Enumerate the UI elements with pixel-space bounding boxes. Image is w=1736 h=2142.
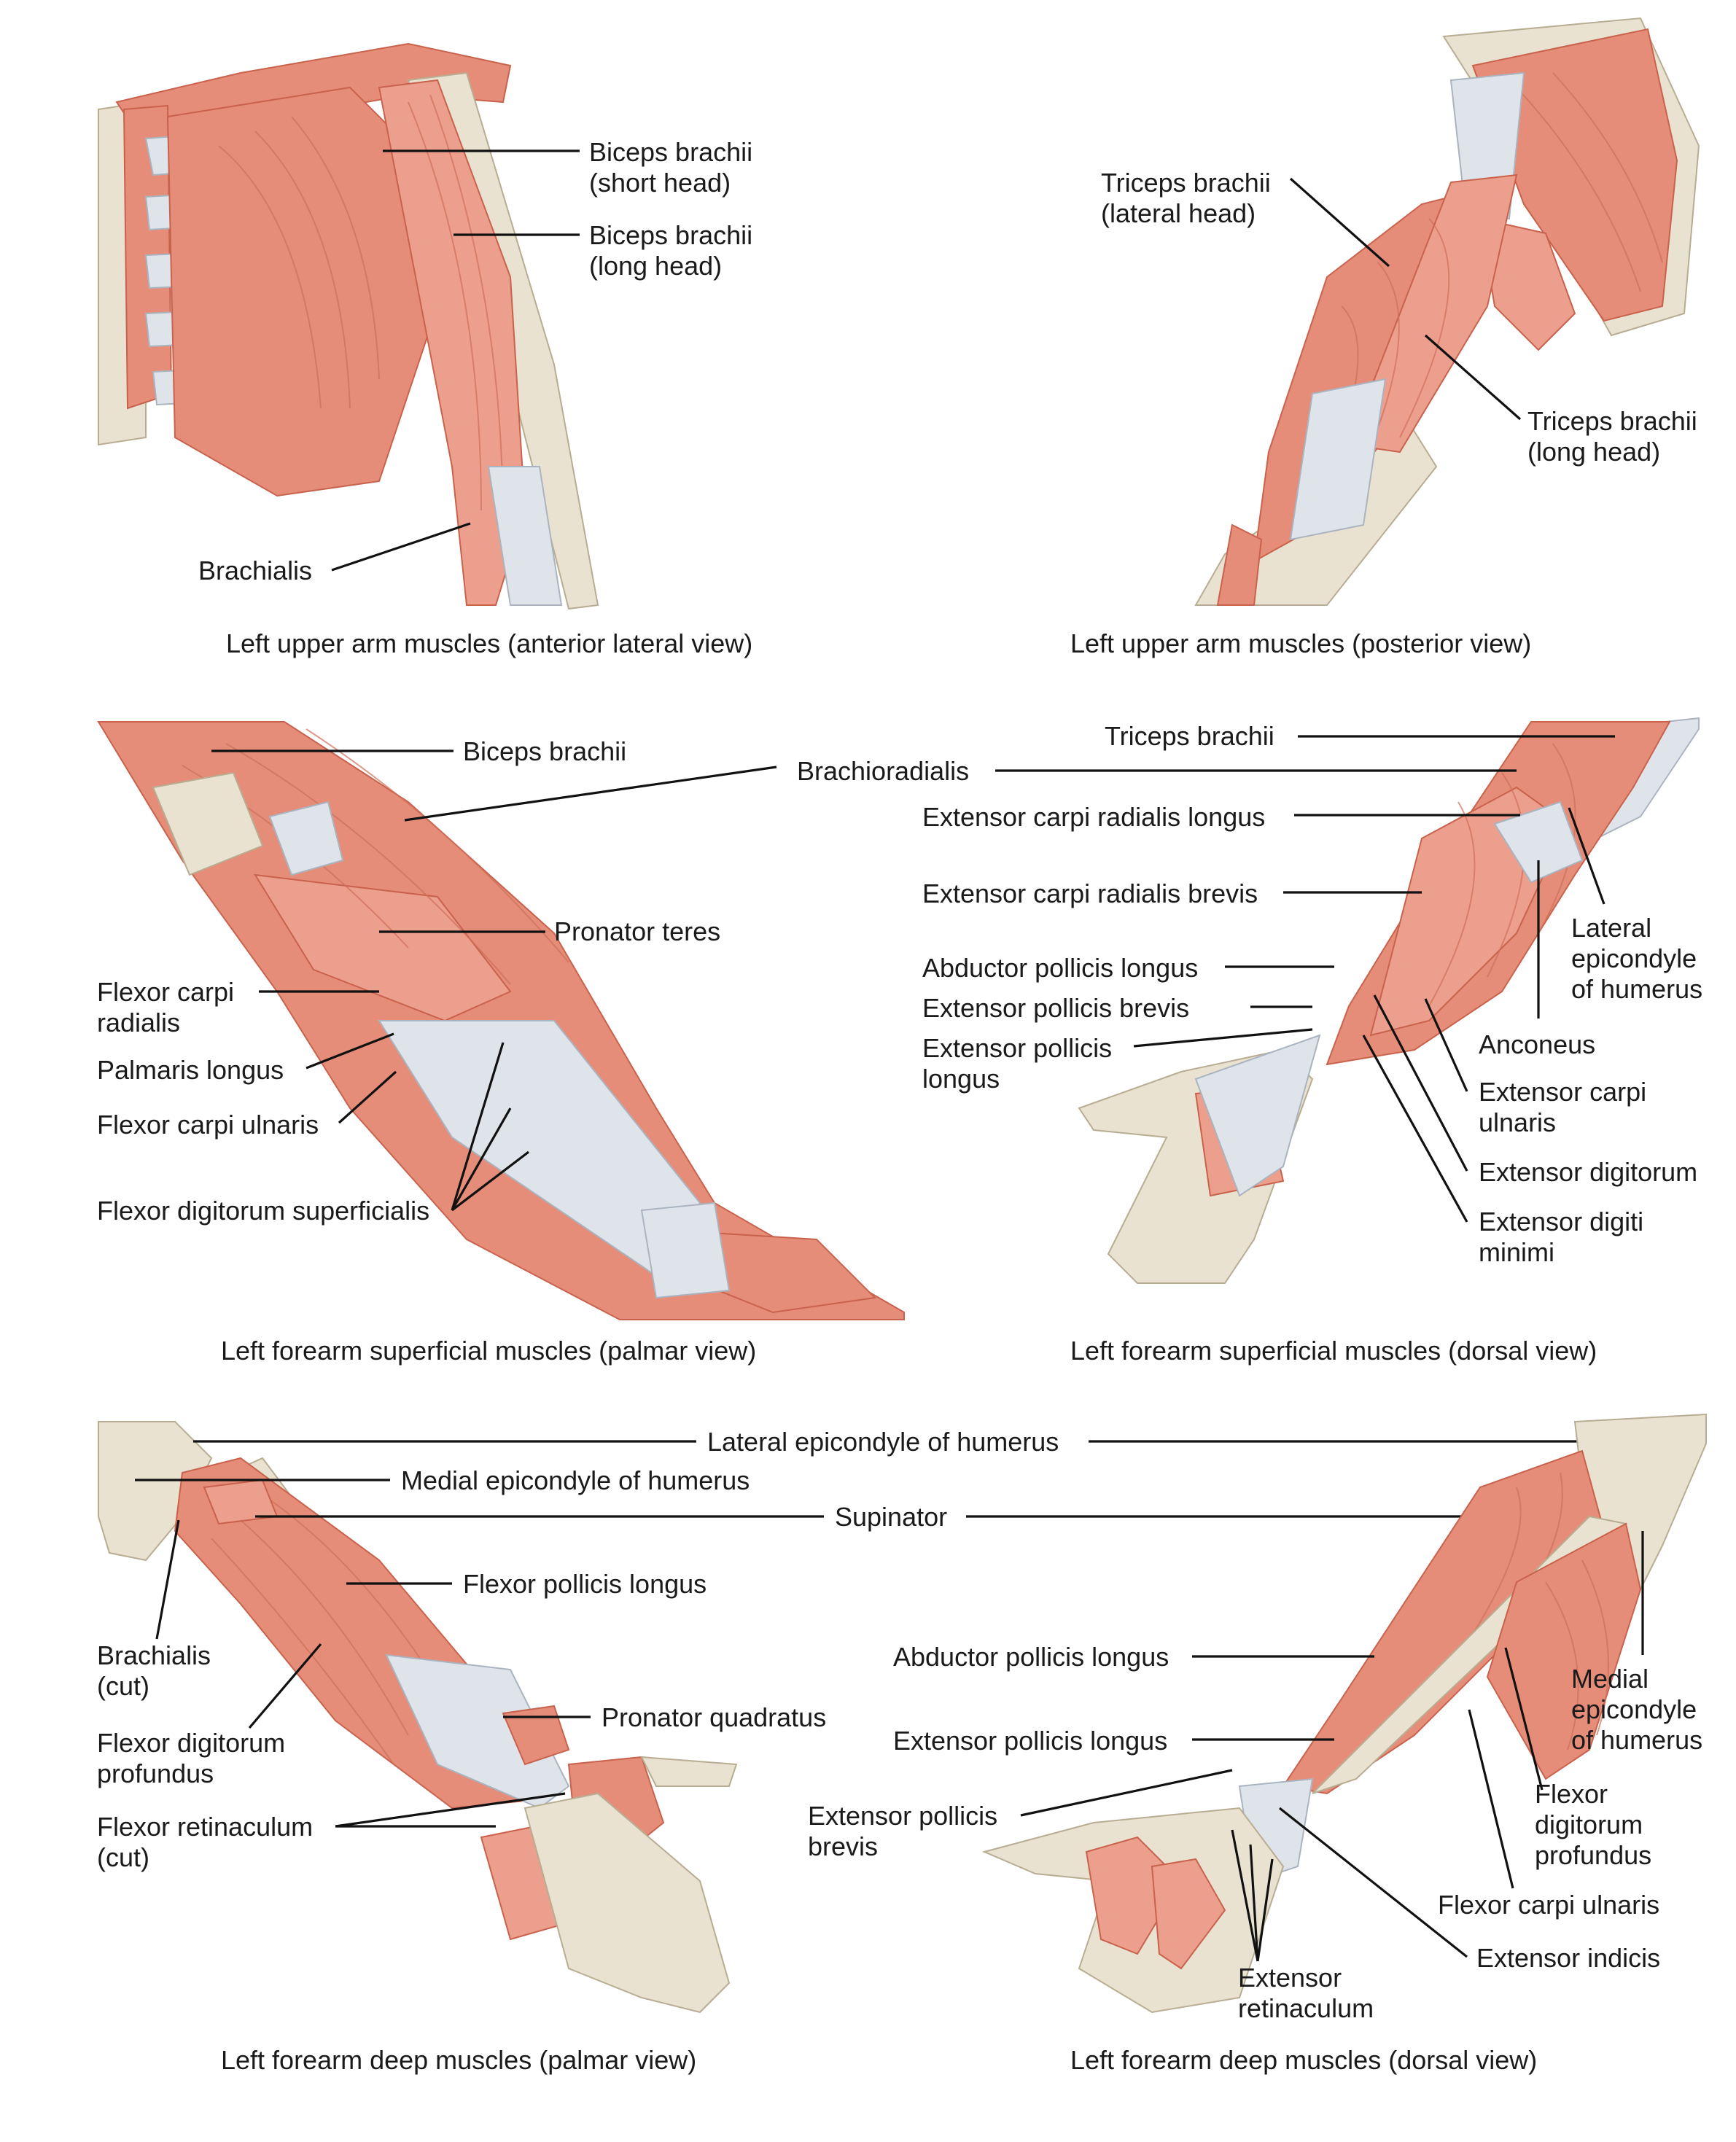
- leader-palmaris-longus: [305, 1032, 394, 1070]
- leader-fds-2: [451, 1107, 512, 1211]
- label-supinator: Supinator: [835, 1502, 947, 1532]
- label-extensor-carpi-ulnaris: Extensor carpi ulnaris: [1479, 1077, 1654, 1137]
- label-brachialis-cut: Brachialis (cut): [97, 1640, 218, 1701]
- leader-fdp-dorsal: [1504, 1647, 1544, 1791]
- label-triceps-lateral-head: Triceps brachii (lateral head): [1101, 168, 1278, 228]
- leader-triceps-lateral-head: [1289, 177, 1390, 268]
- label-abductor-pollicis-longus-dorsal: Abductor pollicis longus: [922, 953, 1198, 983]
- label-brachialis: Brachialis: [198, 556, 312, 585]
- label-extensor-pollicis-brevis-dorsal: Extensor pollicis brevis: [922, 993, 1189, 1023]
- panel-forearm-deep-dorsal-illustration: [981, 1413, 1707, 2014]
- label-pronator-teres: Pronator teres: [554, 916, 720, 946]
- caption-forearm-deep-palmar: Left forearm deep muscles (palmar view): [221, 2045, 696, 2075]
- leader-flexor-retinaculum-2: [335, 1792, 566, 1828]
- leader-extensor-pollicis-longus-dorsal: [1133, 1028, 1313, 1048]
- label-abductor-pollicis-longus-deep: Abductor pollicis longus: [893, 1642, 1169, 1672]
- label-biceps-brachii: Biceps brachii: [463, 736, 626, 766]
- leader-brachioradialis-palmar: [404, 766, 777, 822]
- leader-triceps-long-head: [1424, 334, 1522, 421]
- label-fdp-dorsal: Flexor digitorum profundus: [1535, 1779, 1651, 1870]
- label-ecr-longus: Extensor carpi radialis longus: [922, 802, 1265, 832]
- panel-forearm-superficial-palmar-illustration: [97, 721, 905, 1320]
- leader-extensor-retinaculum-3: [1256, 1858, 1274, 1962]
- leader-extensor-retinaculum-1: [1231, 1829, 1259, 1962]
- label-fdp-palmar: Flexor digitorum profundus: [97, 1728, 292, 1788]
- label-flexor-digitorum-superficialis: Flexor digitorum superficialis: [97, 1196, 429, 1226]
- label-flexor-carpi-ulnaris-deep: Flexor carpi ulnaris: [1438, 1890, 1659, 1920]
- label-triceps-brachii: Triceps brachii: [1105, 721, 1274, 751]
- label-extensor-digiti-minimi: Extensor digiti minimi: [1479, 1207, 1651, 1267]
- leader-fds-1: [451, 1042, 505, 1211]
- label-biceps-short-head: Biceps brachii (short head): [589, 137, 760, 198]
- leader-extensor-digitorum: [1373, 994, 1468, 1172]
- label-flexor-retinaculum-cut: Flexor retinaculum (cut): [97, 1812, 320, 1872]
- label-medial-epicondyle-dorsal: Medial epicondyle of humerus: [1571, 1664, 1704, 1755]
- label-ecr-brevis: Extensor carpi radialis brevis: [922, 879, 1258, 908]
- label-palmaris-longus: Palmaris longus: [97, 1055, 284, 1085]
- label-extensor-indicis: Extensor indicis: [1476, 1943, 1660, 1973]
- leader-fdp-palmar: [248, 1643, 322, 1729]
- panel-forearm-deep-palmar-illustration: [98, 1421, 738, 2014]
- leader-extensor-carpi-ulnaris: [1424, 998, 1468, 1092]
- leader-flexor-carpi-ulnaris-deep: [1468, 1709, 1514, 1889]
- leader-lateral-epicondyle-dorsal: [1568, 807, 1605, 905]
- caption-upper-arm-posterior: Left upper arm muscles (posterior view): [1070, 628, 1531, 658]
- label-biceps-long-head: Biceps brachii (long head): [589, 220, 760, 281]
- panel-forearm-superficial-dorsal-illustration: [1078, 717, 1700, 1284]
- label-extensor-pollicis-longus-deep: Extensor pollicis longus: [893, 1726, 1167, 1756]
- caption-forearm-deep-dorsal: Left forearm deep muscles (dorsal view): [1070, 2045, 1537, 2075]
- label-lateral-epicondyle-deep: Lateral epicondyle of humerus: [707, 1427, 1059, 1457]
- label-extensor-retinaculum: Extensor retinaculum: [1238, 1963, 1374, 2023]
- leader-extensor-retinaculum-2: [1249, 1844, 1259, 1962]
- label-medial-epicondyle-deep: Medial epicondyle of humerus: [401, 1465, 750, 1495]
- panel-upper-arm-posterior-illustration: [1194, 17, 1700, 606]
- label-extensor-pollicis-longus-dorsal: Extensor pollicis longus: [922, 1033, 1119, 1094]
- label-extensor-pollicis-brevis-deep: Extensor pollicis brevis: [808, 1801, 1005, 1861]
- leader-fds-3: [451, 1150, 529, 1212]
- label-flexor-carpi-ulnaris: Flexor carpi ulnaris: [97, 1110, 319, 1140]
- label-anconeus: Anconeus: [1479, 1029, 1595, 1059]
- caption-upper-arm-anterior: Left upper arm muscles (anterior lateral…: [226, 628, 752, 658]
- caption-forearm-superficial-palmar: Left forearm superficial muscles (palmar…: [221, 1336, 756, 1366]
- leader-extensor-indicis: [1279, 1807, 1468, 1958]
- caption-forearm-superficial-dorsal: Left forearm superficial muscles (dorsal…: [1070, 1336, 1597, 1366]
- label-triceps-long-head: Triceps brachii (long head): [1527, 406, 1705, 467]
- label-pronator-quadratus: Pronator quadratus: [602, 1702, 826, 1732]
- label-lateral-epicondyle-dorsal: Lateral epicondyle of humerus: [1571, 913, 1704, 1004]
- leader-extensor-pollicis-brevis-deep: [1020, 1769, 1233, 1817]
- label-flexor-pollicis-longus: Flexor pollicis longus: [463, 1569, 707, 1599]
- label-extensor-digitorum: Extensor digitorum: [1479, 1157, 1697, 1187]
- leader-flexor-carpi-ulnaris: [338, 1070, 397, 1124]
- leader-brachialis: [331, 522, 471, 572]
- panel-upper-arm-anterior-illustration: [98, 42, 599, 610]
- label-brachioradialis: Brachioradialis: [797, 756, 969, 786]
- leader-extensor-digiti-minimi: [1362, 1035, 1468, 1223]
- leader-brachialis-cut: [155, 1519, 180, 1640]
- label-flexor-carpi-radialis: Flexor carpi radialis: [97, 977, 241, 1037]
